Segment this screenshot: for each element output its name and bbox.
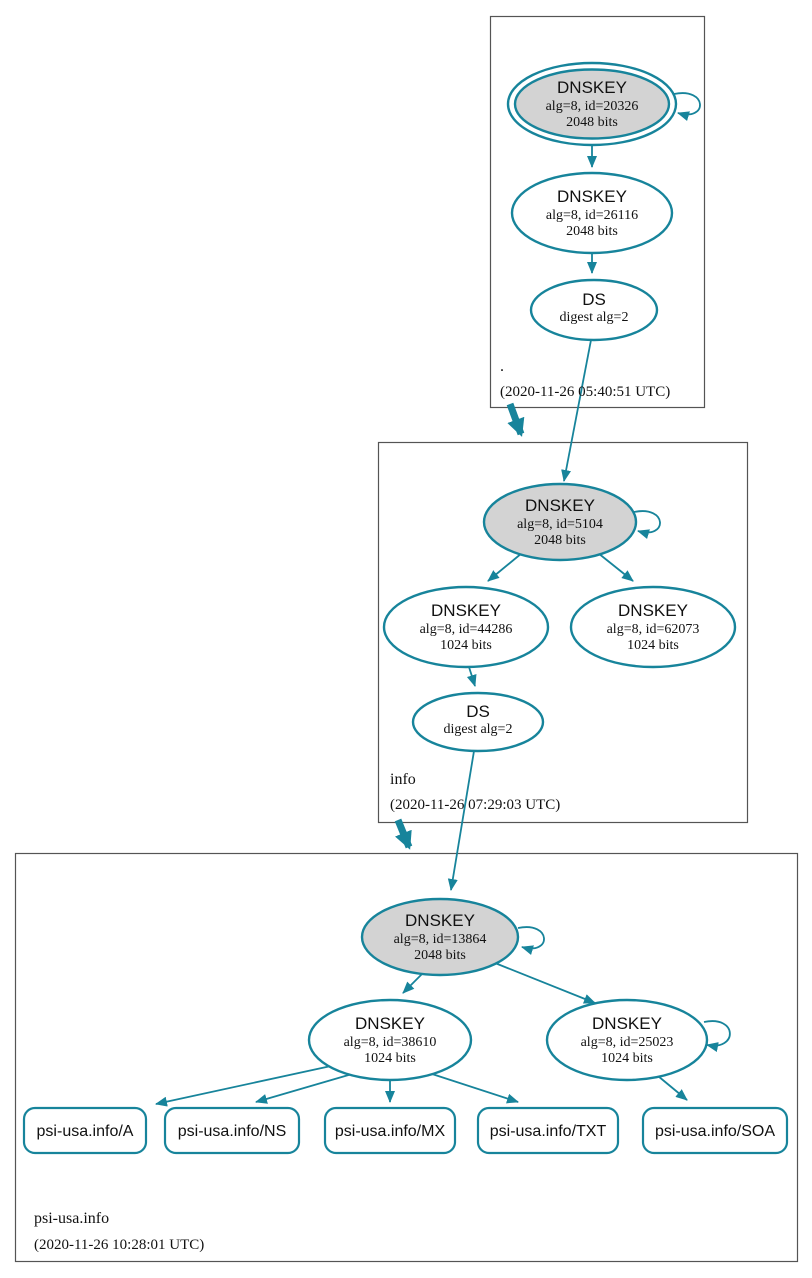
rrset-label: psi-usa.info/A <box>37 1123 134 1140</box>
rrset-psi-usa-info-mx: psi-usa.info/MX <box>323 1106 457 1155</box>
rrset-psi-usa-info-ns: psi-usa.info/NS <box>163 1106 301 1155</box>
node-info-zsk-dnskey-62073: DNSKEY alg=8, id=62073 1024 bits <box>569 585 737 669</box>
rrset-label: psi-usa.info/MX <box>335 1123 446 1140</box>
rrset-box <box>641 1106 789 1155</box>
node-ellipse <box>411 691 545 753</box>
node-title: DS <box>466 702 490 721</box>
rrset-psi-usa-info-txt: psi-usa.info/TXT <box>476 1106 620 1155</box>
rrset-label: psi-usa.info/NS <box>178 1123 287 1140</box>
zone-timestamp-root: (2020-11-26 05:40:51 UTC) <box>500 384 670 400</box>
rrset-box <box>163 1106 301 1155</box>
rrset-box <box>22 1106 148 1155</box>
node-ellipse <box>360 897 520 977</box>
edge-info-ksk-to-zsk-62073 <box>597 552 634 582</box>
edge-info-ksk-to-zsk-44286 <box>487 552 523 582</box>
node-title: DNSKEY <box>355 1014 425 1033</box>
node-detail: digest alg=2 <box>444 722 513 737</box>
zone-label-info: info <box>390 771 416 788</box>
rrset-label: psi-usa.info/SOA <box>655 1123 775 1140</box>
node-title: DNSKEY <box>405 911 475 930</box>
edge-info-zsk-to-ds <box>466 666 477 687</box>
node-title: DNSKEY <box>592 1014 662 1033</box>
node-psi-zsk-dnskey-25023: DNSKEY alg=8, id=25023 1024 bits <box>545 998 709 1082</box>
zone-timestamp-info: (2020-11-26 07:29:03 UTC) <box>390 797 560 813</box>
node-info-ksk-dnskey-5104: DNSKEY alg=8, id=5104 2048 bits <box>482 482 638 562</box>
node-detail: alg=8, id=62073 <box>607 622 700 637</box>
node-detail: alg=8, id=20326 <box>546 99 639 114</box>
edge-root-ds-to-info-ksk <box>561 339 592 482</box>
edge-info-ds-to-psi-ksk <box>447 750 475 891</box>
edge-delegation-info-to-psi <box>394 818 413 850</box>
node-title: DNSKEY <box>618 601 688 620</box>
node-size: 1024 bits <box>627 638 679 653</box>
node-size: 2048 bits <box>534 533 586 548</box>
node-size: 2048 bits <box>566 115 618 130</box>
node-size: 1024 bits <box>364 1051 416 1066</box>
node-root-ksk-dnskey-20326: DNSKEY alg=8, id=20326 2048 bits <box>506 61 678 147</box>
node-size: 2048 bits <box>414 948 466 963</box>
node-detail: alg=8, id=26116 <box>546 208 638 223</box>
node-info-ds: DS digest alg=2 <box>411 691 545 753</box>
rrset-box <box>476 1106 620 1155</box>
node-title: DS <box>582 290 606 309</box>
edge-psi-zsk-to-ns <box>255 1073 353 1104</box>
edge-root-ksk-self-sign <box>673 92 701 121</box>
node-ellipse <box>545 998 709 1082</box>
node-psi-ksk-dnskey-13864: DNSKEY alg=8, id=13864 2048 bits <box>360 897 520 977</box>
node-ellipse <box>529 278 659 342</box>
rrset-label: psi-usa.info/TXT <box>490 1123 607 1140</box>
node-detail: alg=8, id=38610 <box>344 1035 437 1050</box>
node-size: 2048 bits <box>566 224 618 239</box>
zone-label-psi-usa-info: psi-usa.info <box>34 1210 109 1227</box>
rrset-box <box>323 1106 457 1155</box>
edge-psi-zsk-to-a <box>155 1065 332 1107</box>
node-title: DNSKEY <box>557 187 627 206</box>
node-title: DNSKEY <box>431 601 501 620</box>
edge-psi-ksk-to-zsk-38610 <box>402 972 424 994</box>
node-ellipse <box>307 998 473 1082</box>
node-ellipse <box>569 585 737 669</box>
node-size: 1024 bits <box>440 638 492 653</box>
edge-psi-zsk-to-soa <box>657 1075 688 1101</box>
rrset-psi-usa-info-soa: psi-usa.info/SOA <box>641 1106 789 1155</box>
node-detail: digest alg=2 <box>560 310 629 325</box>
zone-timestamp-psi-usa-info: (2020-11-26 10:28:01 UTC) <box>34 1237 204 1253</box>
node-detail: alg=8, id=44286 <box>420 622 513 637</box>
node-root-zsk-dnskey-26116: DNSKEY alg=8, id=26116 2048 bits <box>510 171 674 255</box>
rrset-psi-usa-info-a: psi-usa.info/A <box>22 1106 148 1155</box>
node-ellipse <box>482 482 638 562</box>
node-psi-zsk-dnskey-38610: DNSKEY alg=8, id=38610 1024 bits <box>307 998 473 1082</box>
edge-delegation-root-to-info <box>506 402 525 437</box>
node-detail: alg=8, id=25023 <box>581 1035 674 1050</box>
node-title: DNSKEY <box>557 78 627 97</box>
edge-psi-ksk-self-sign <box>517 926 545 955</box>
node-size: 1024 bits <box>601 1051 653 1066</box>
node-info-zsk-dnskey-44286: DNSKEY alg=8, id=44286 1024 bits <box>382 585 550 669</box>
edge-info-ksk-self-sign <box>633 510 661 539</box>
node-title: DNSKEY <box>525 496 595 515</box>
edge-psi-ksk-to-zsk-25023 <box>494 962 596 1004</box>
node-ellipse <box>382 585 550 669</box>
edge-psi-zsk-to-txt <box>428 1072 519 1104</box>
zone-label-root: . <box>500 358 504 375</box>
node-detail: alg=8, id=13864 <box>394 932 487 947</box>
edge-psi-zsk-25023-self-sign <box>703 1020 731 1052</box>
ksk-inner-ellipse <box>513 68 671 140</box>
node-detail: alg=8, id=5104 <box>517 517 603 532</box>
node-ellipse <box>510 171 674 255</box>
node-root-ds: DS digest alg=2 <box>529 278 659 342</box>
